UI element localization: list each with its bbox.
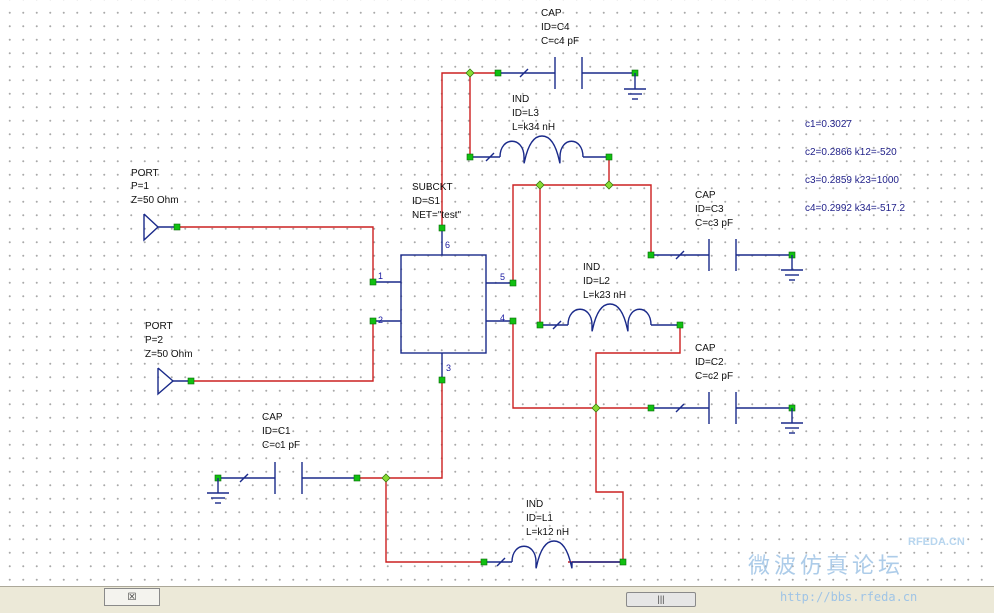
c2-type: CAP <box>695 343 716 354</box>
ground-c4 <box>624 73 646 100</box>
port-1-type: PORT <box>131 168 159 179</box>
subckt-net: NET="test" <box>412 210 462 221</box>
equations-block[interactable]: c1=0.3027 c2=0.2866 k12=-520 c3=0.2859 k… <box>805 119 906 214</box>
equation-c3-k23: c3=0.2859 k23=1000 <box>805 175 899 186</box>
junction <box>535 180 545 190</box>
pin-5-label: 5 <box>500 272 505 282</box>
pin-1-label: 1 <box>378 271 383 281</box>
horizontal-scrollbar-thumb[interactable]: ||| <box>626 592 696 607</box>
capacitor-c2[interactable]: CAP ID=C2 C=c2 pF <box>647 343 796 424</box>
l1-type: IND <box>526 499 543 510</box>
c3-value: C=c3 pF <box>695 218 733 229</box>
c2-id: ID=C2 <box>695 357 724 368</box>
pin-4-label: 4 <box>500 313 505 323</box>
c2-value: C=c2 pF <box>695 371 733 382</box>
port-2-impedance: Z=50 Ohm <box>145 349 193 360</box>
c4-value: C=c4 pF <box>541 36 579 47</box>
tab-close-button[interactable]: ☒ <box>104 588 160 606</box>
watermark-brand: RFEDA.CN <box>908 536 965 548</box>
junctions <box>381 68 614 483</box>
equation-c1: c1=0.3027 <box>805 119 852 130</box>
l3-value: L=k34 nH <box>512 122 555 133</box>
c1-id: ID=C1 <box>262 426 291 437</box>
subckt-type: SUBCKT <box>412 182 453 193</box>
pin-3-label: 3 <box>446 363 451 373</box>
l2-value: L=k23 nH <box>583 290 626 301</box>
c4-id: ID=C4 <box>541 22 570 33</box>
close-x-icon: ☒ <box>127 591 137 603</box>
wire-net <box>177 72 681 563</box>
port-2-type: PORT <box>145 321 173 332</box>
subckt-s1[interactable]: SUBCKT ID=S1 NET="test" 1 2 3 4 5 6 <box>369 182 517 384</box>
status-bar <box>0 586 994 613</box>
subckt-id: ID=S1 <box>412 196 441 207</box>
junction <box>381 473 391 483</box>
c4-type: CAP <box>541 8 562 19</box>
capacitor-c3[interactable]: CAP ID=C3 C=c3 pF <box>647 190 796 271</box>
c1-value: C=c1 pF <box>262 440 300 451</box>
junction <box>591 403 601 413</box>
port-2[interactable]: PORT P=2 Z=50 Ohm <box>145 321 195 396</box>
capacitor-c1[interactable]: CAP ID=C1 C=c1 pF <box>214 412 361 494</box>
inductor-l3[interactable]: IND ID=L3 L=k34 nH <box>466 94 613 164</box>
junction <box>604 180 614 190</box>
ground-c2 <box>781 408 803 434</box>
ground-c3 <box>781 255 803 281</box>
l1-id: ID=L1 <box>526 513 553 524</box>
capacitor-c4[interactable]: CAP ID=C4 C=c4 pF <box>494 8 639 89</box>
watermark-url: http://bbs.rfeda.cn <box>780 590 918 604</box>
schematic-canvas[interactable]: PORT P=1 Z=50 Ohm PORT P=2 Z=50 Ohm SUBC… <box>0 0 994 586</box>
port-1[interactable]: PORT P=1 Z=50 Ohm <box>131 168 181 242</box>
l1-value: L=k12 nH <box>526 527 569 538</box>
l2-type: IND <box>583 262 600 273</box>
watermark-cn-title: 微波仿真论坛 <box>748 554 905 579</box>
l3-id: ID=L3 <box>512 108 539 119</box>
port-1-impedance: Z=50 Ohm <box>131 195 179 206</box>
junction <box>465 68 475 78</box>
pin-6-label: 6 <box>445 240 450 250</box>
equation-c4-k34: c4=0.2992 k34=-517.2 <box>805 203 906 214</box>
c1-type: CAP <box>262 412 283 423</box>
l3-type: IND <box>512 94 529 105</box>
inductor-l1[interactable]: IND ID=L1 L=k12 nH <box>480 499 627 569</box>
c3-type: CAP <box>695 190 716 201</box>
c3-id: ID=C3 <box>695 204 724 215</box>
l2-id: ID=L2 <box>583 276 610 287</box>
ground-c1 <box>207 478 229 504</box>
pin-2-label: 2 <box>378 315 383 325</box>
port-2-number: P=2 <box>145 335 164 346</box>
equation-c2-k12: c2=0.2866 k12=-520 <box>805 147 897 158</box>
schematic-diagram: PORT P=1 Z=50 Ohm PORT P=2 Z=50 Ohm SUBC… <box>131 8 906 569</box>
inductor-l2[interactable]: IND ID=L2 L=k23 nH <box>536 262 684 332</box>
port-1-number: P=1 <box>131 181 150 192</box>
